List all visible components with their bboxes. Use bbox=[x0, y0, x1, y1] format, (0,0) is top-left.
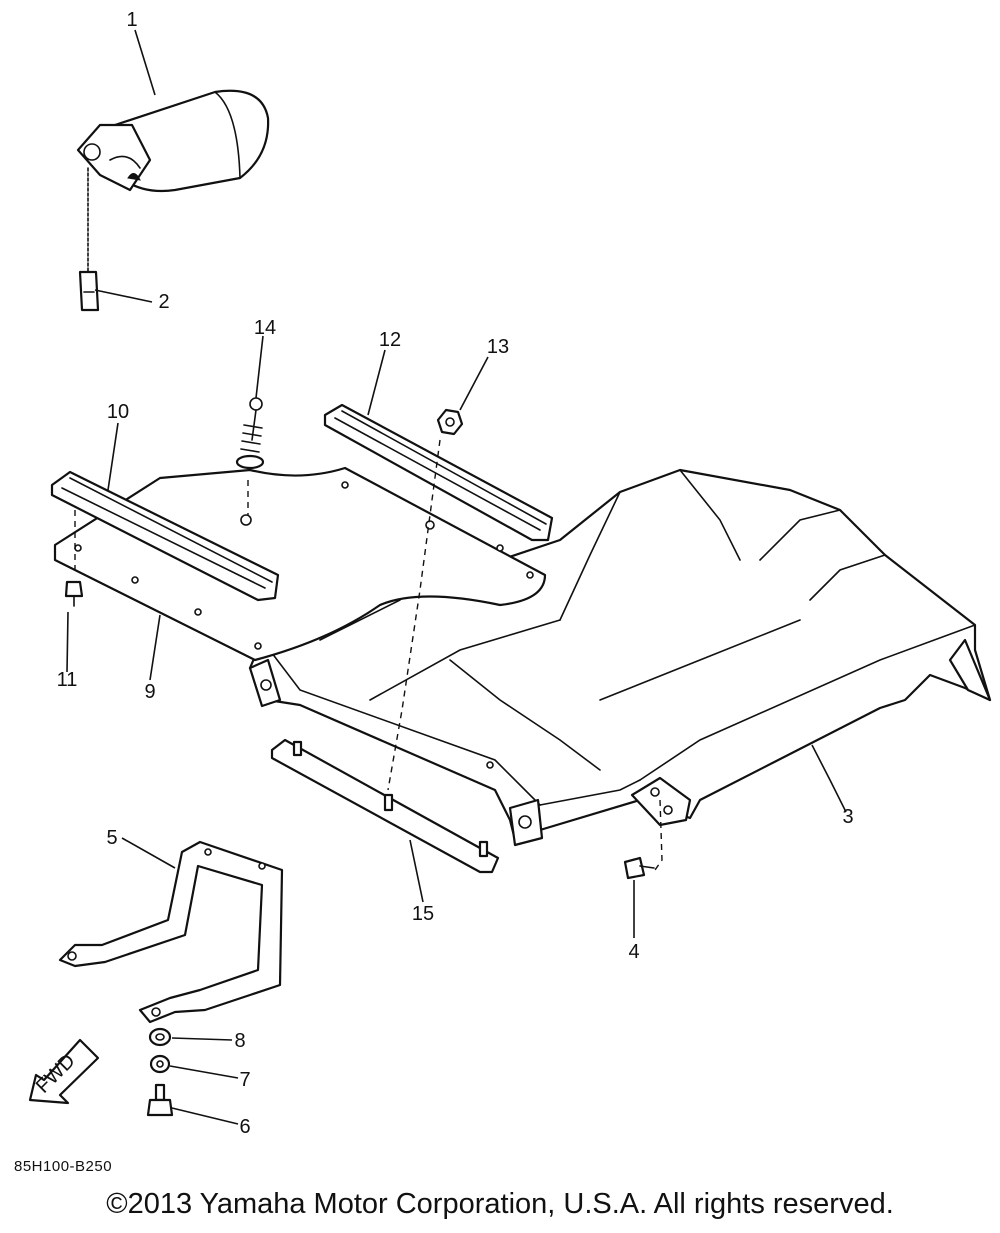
part-13-nut bbox=[436, 408, 464, 436]
callout-15: 15 bbox=[412, 903, 434, 925]
callout-8: 8 bbox=[234, 1030, 245, 1052]
callout-9: 9 bbox=[144, 681, 155, 703]
copyright-notice: ©2013 Yamaha Motor Corporation, U.S.A. A… bbox=[106, 1188, 894, 1220]
part-9-plate bbox=[53, 466, 547, 662]
part-2-chain bbox=[78, 167, 100, 312]
callout-11: 11 bbox=[57, 669, 78, 691]
callout-6: 6 bbox=[239, 1116, 250, 1138]
callout-4: 4 bbox=[628, 941, 639, 963]
callout-10: 10 bbox=[107, 401, 129, 423]
callout-12: 12 bbox=[379, 329, 401, 351]
callout-1: 1 bbox=[126, 9, 137, 31]
part-4-bolt bbox=[623, 856, 655, 880]
align-line-13 bbox=[387, 439, 441, 791]
part-3-tray bbox=[248, 468, 992, 847]
callout-14: 14 bbox=[254, 317, 276, 339]
part-12-rail bbox=[323, 403, 554, 542]
leader-lines bbox=[66, 29, 847, 1125]
drawing-code: 85H100-B250 bbox=[14, 1158, 113, 1175]
part-5-bracket bbox=[58, 840, 284, 1024]
callout-13: 13 bbox=[487, 336, 509, 358]
part-7-washer bbox=[149, 1054, 171, 1074]
callout-7: 7 bbox=[239, 1069, 250, 1091]
part-10-rail bbox=[50, 470, 280, 602]
part-15-bar bbox=[270, 738, 500, 874]
part-1-holder bbox=[76, 89, 270, 193]
align-line-4 bbox=[654, 799, 663, 871]
part-14-spring-pin bbox=[235, 397, 265, 470]
part-11-bolt bbox=[64, 580, 84, 607]
callout-2: 2 bbox=[158, 291, 169, 313]
callout-3: 3 bbox=[842, 806, 853, 828]
part-6-bolt bbox=[146, 1083, 174, 1117]
callout-5: 5 bbox=[106, 827, 117, 849]
fwd-arrow-icon: FWD bbox=[28, 1038, 100, 1105]
part-8-nut bbox=[148, 1027, 172, 1047]
